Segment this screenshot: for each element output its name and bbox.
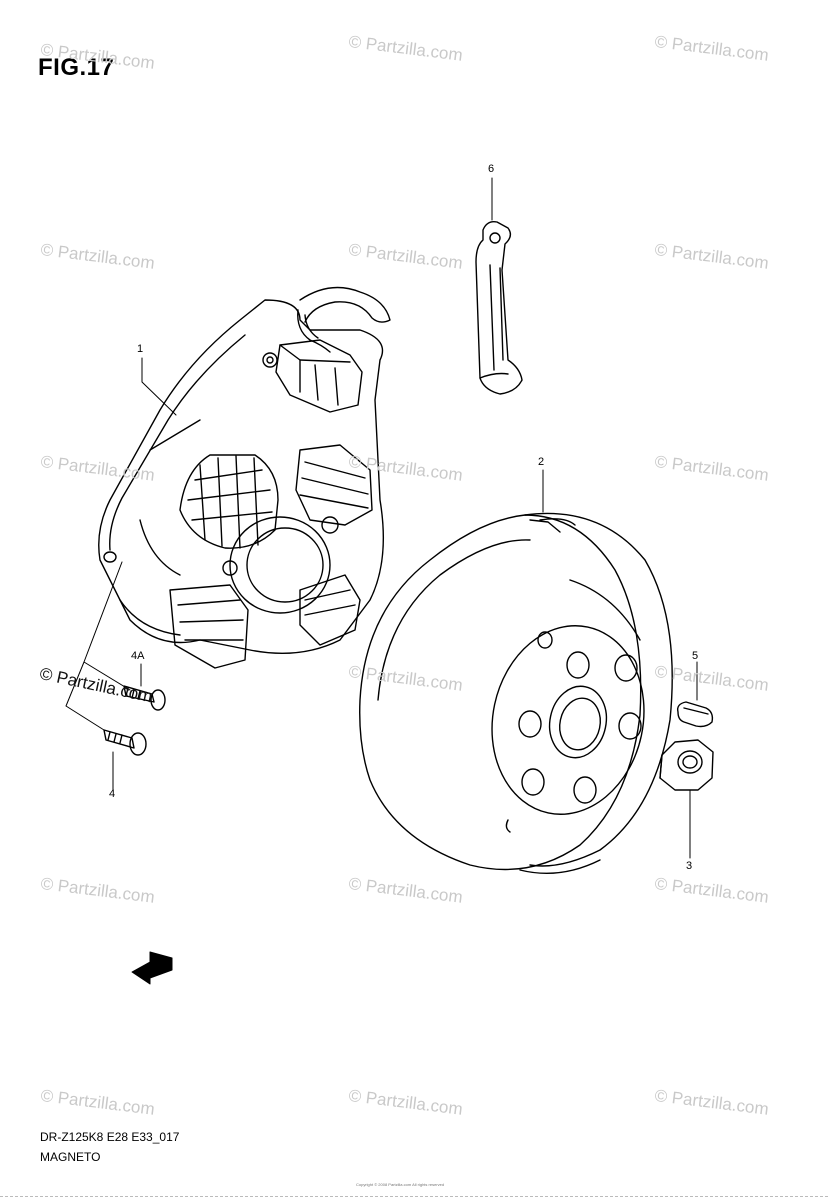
figure-name: MAGNETO: [40, 1150, 101, 1164]
figure-title: FIG.17: [38, 54, 115, 81]
callout-6: 6: [488, 163, 495, 175]
bottom-rule: [0, 1196, 828, 1197]
leader-lines: [65, 177, 698, 859]
key-part-5: [676, 701, 714, 728]
bolt-part-4A: [123, 685, 166, 711]
callout-4: 4: [109, 788, 116, 800]
stator-assembly-part-1: [98, 286, 391, 669]
callout-1: 1: [137, 343, 144, 355]
callout-4A: 4A: [131, 650, 145, 662]
fwd-arrow-icon: [131, 951, 173, 985]
screw-part-4: [103, 729, 147, 756]
nut-part-3: [659, 739, 714, 791]
callout-5: 5: [692, 650, 699, 662]
copyright-line: Copyright © 2008 Partzilla.com All right…: [356, 1182, 445, 1187]
wire-clamp-part-6: [475, 220, 523, 395]
figure-code: DR-Z125K8 E28 E33_017: [40, 1130, 180, 1144]
callout-2: 2: [538, 456, 545, 468]
callout-3: 3: [686, 860, 693, 872]
rotor-flywheel-part-2: [359, 512, 673, 874]
